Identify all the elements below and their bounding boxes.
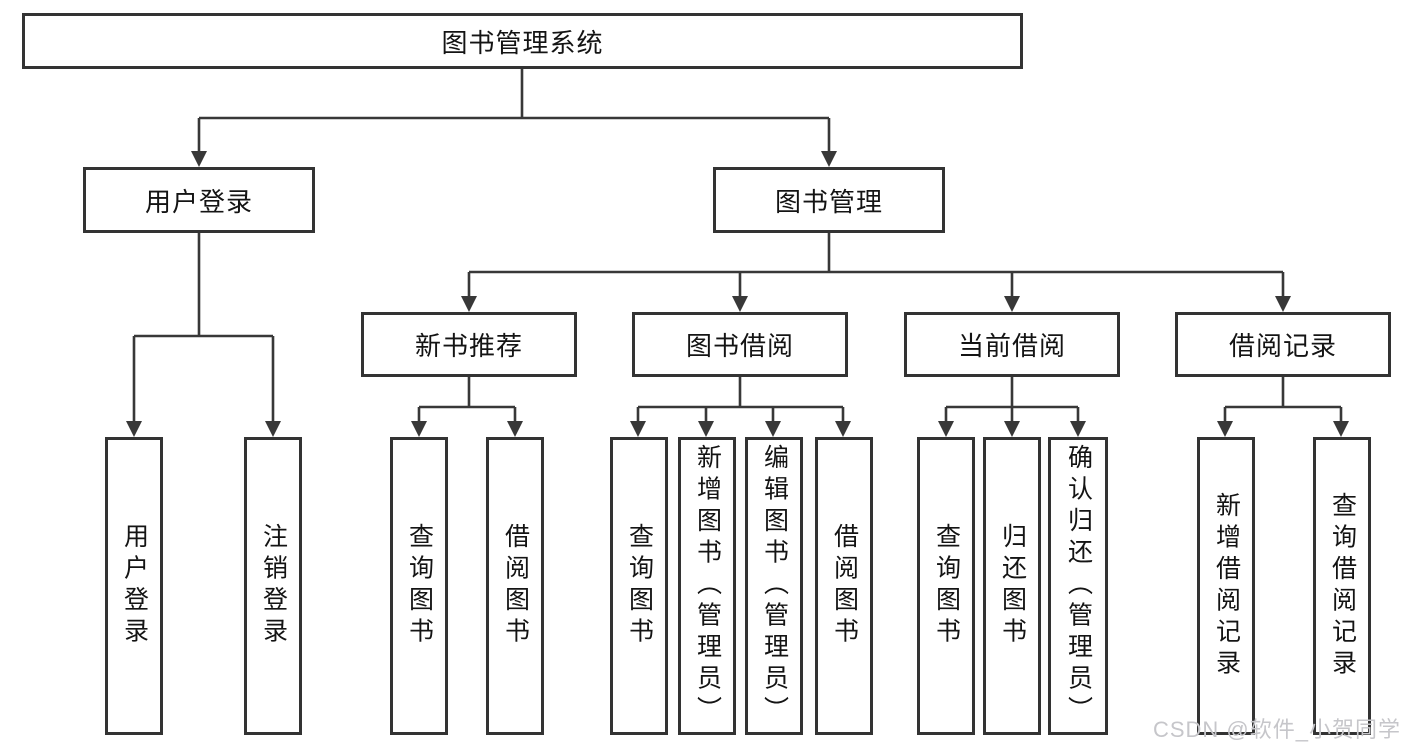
node-book-management: 图书管理 xyxy=(713,167,945,233)
leaf-recommend-query-book-label: 查询图书 xyxy=(405,523,434,649)
leaf-borrow-query-book-label: 查询图书 xyxy=(625,523,654,649)
leaf-borrow-edit-book: 编辑图书（管理员） xyxy=(745,437,803,735)
leaf-user-login: 用户登录 xyxy=(105,437,163,735)
node-book-management-label: 图书管理 xyxy=(774,186,883,217)
leaf-recommend-borrow-book-label: 借阅图书 xyxy=(501,523,530,649)
leaf-current-return-book: 归还图书 xyxy=(983,437,1041,735)
leaf-borrow-edit-book-label: 编辑图书（管理员） xyxy=(760,444,789,728)
node-user-login: 用户登录 xyxy=(83,167,315,233)
leaf-current-confirm-return: 确认归还（管理员） xyxy=(1048,437,1108,735)
node-root-label: 图书管理系统 xyxy=(441,27,604,58)
node-current-borrow-label: 当前借阅 xyxy=(957,331,1066,361)
leaf-user-login-label: 用户登录 xyxy=(120,523,149,649)
node-current-borrow: 当前借阅 xyxy=(904,312,1120,377)
leaf-recommend-borrow-book: 借阅图书 xyxy=(486,437,544,735)
leaf-borrow-add-book-label: 新增图书（管理员） xyxy=(693,444,722,728)
node-borrow-records-label: 借阅记录 xyxy=(1228,331,1337,361)
leaf-logout-login-label: 注销登录 xyxy=(259,523,288,649)
node-book-borrow: 图书借阅 xyxy=(632,312,848,377)
node-new-book-recommend: 新书推荐 xyxy=(361,312,577,377)
node-new-book-recommend-label: 新书推荐 xyxy=(414,331,523,361)
leaf-records-add-record-label: 新增借阅记录 xyxy=(1212,491,1241,681)
leaf-borrow-borrow-book-label: 借阅图书 xyxy=(830,523,859,649)
leaf-current-query-book: 查询图书 xyxy=(917,437,975,735)
leaf-current-query-book-label: 查询图书 xyxy=(932,523,961,649)
leaf-logout-login: 注销登录 xyxy=(244,437,302,735)
leaf-recommend-query-book: 查询图书 xyxy=(390,437,448,735)
leaf-records-query-record: 查询借阅记录 xyxy=(1313,437,1371,735)
leaf-current-return-book-label: 归还图书 xyxy=(998,523,1027,649)
leaf-borrow-query-book: 查询图书 xyxy=(610,437,668,735)
leaf-records-add-record: 新增借阅记录 xyxy=(1197,437,1255,735)
leaf-borrow-add-book: 新增图书（管理员） xyxy=(678,437,736,735)
node-book-borrow-label: 图书借阅 xyxy=(685,331,794,361)
leaf-records-query-record-label: 查询借阅记录 xyxy=(1328,491,1357,681)
node-user-login-label: 用户登录 xyxy=(144,186,253,217)
node-root-system: 图书管理系统 xyxy=(22,13,1023,69)
leaf-borrow-borrow-book: 借阅图书 xyxy=(815,437,873,735)
watermark: CSDN @软件_小贺同学 xyxy=(1152,717,1401,742)
node-borrow-records: 借阅记录 xyxy=(1175,312,1391,377)
leaf-current-confirm-return-label: 确认归还（管理员） xyxy=(1064,444,1093,728)
